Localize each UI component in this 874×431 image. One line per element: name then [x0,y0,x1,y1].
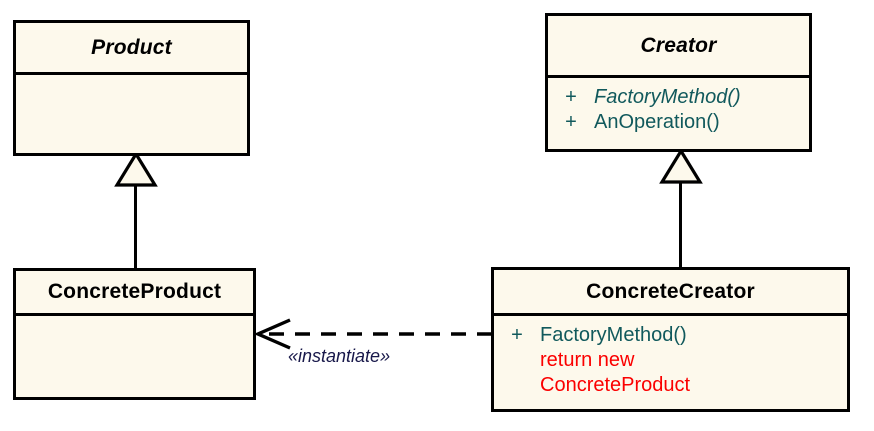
member-row: + FactoryMethod() [548,85,809,110]
class-box-product[interactable]: Product [13,20,250,156]
generalization-triangle-product [114,152,158,187]
member-name: FactoryMethod() [594,86,741,108]
class-title-concreteproduct: ConcreteProduct [16,271,253,316]
class-members-product [16,75,247,153]
class-box-concreteproduct[interactable]: ConcreteProduct [13,268,256,400]
member-row: + AnOperation() [548,110,809,135]
generalization-line-creator [679,168,682,268]
class-members-concreteproduct [16,316,253,397]
member-name: FactoryMethod() [540,324,687,346]
member-visibility: + [511,324,523,346]
class-title-creator: Creator [548,16,809,78]
class-box-creator[interactable]: Creator + FactoryMethod() + AnOperation(… [545,13,812,152]
member-row: return new [494,348,847,373]
instantiate-dependency-arrow [253,318,492,350]
member-name: AnOperation() [594,111,720,133]
member-row: ConcreteProduct [494,373,847,398]
member-name: ConcreteProduct [540,374,691,396]
class-title-product: Product [16,23,247,75]
class-members-concretecreator: + FactoryMethod() return new ConcretePro… [494,316,847,409]
generalization-line-product [134,170,137,270]
generalization-triangle-creator [659,149,703,184]
instantiate-stereotype-label: «instantiate» [288,346,391,366]
member-visibility: + [565,111,577,133]
class-title-concretecreator: ConcreteCreator [494,270,847,316]
class-members-creator: + FactoryMethod() + AnOperation() [548,78,809,149]
member-name: return new [540,349,635,371]
member-visibility: + [565,86,577,108]
class-box-concretecreator[interactable]: ConcreteCreator + FactoryMethod() return… [491,267,850,412]
member-row: + FactoryMethod() [494,323,847,348]
